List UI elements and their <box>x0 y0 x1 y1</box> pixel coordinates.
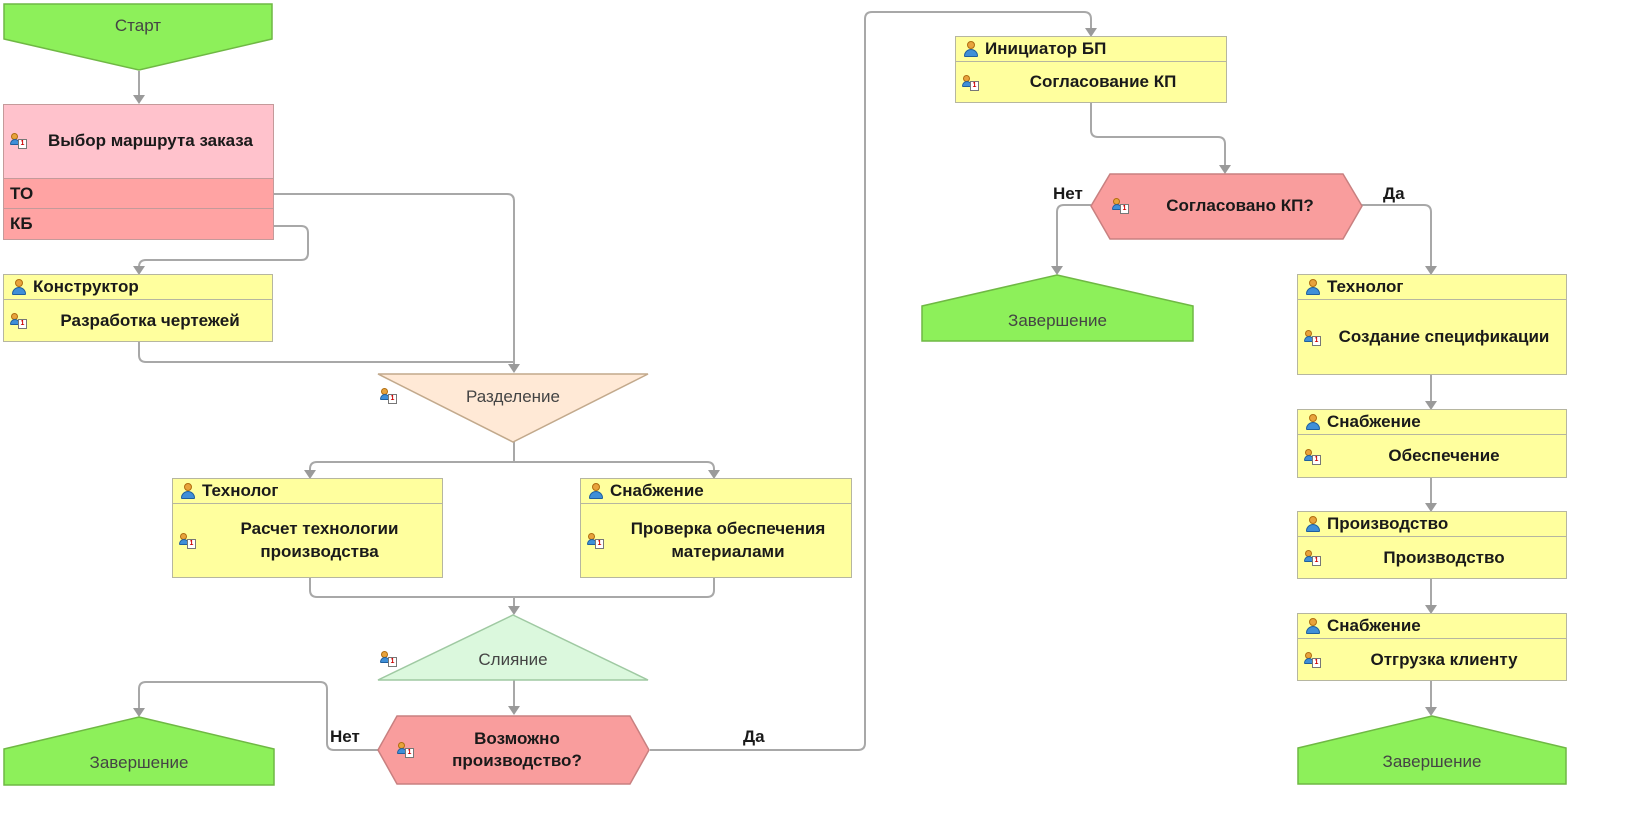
task-body: Согласование КП <box>956 62 1226 103</box>
edge-label-yes: Да <box>1383 184 1405 203</box>
merge-node[interactable]: Слияние <box>377 614 649 681</box>
end-node-right[interactable]: Завершение <box>1297 715 1567 785</box>
user-icon <box>1304 278 1322 296</box>
role-label: Инициатор БП <box>985 39 1107 58</box>
task-icon <box>962 74 980 92</box>
user-icon <box>962 40 980 58</box>
split-label: Разделение <box>466 387 560 406</box>
route-selection-header: Выбор маршрута заказа <box>4 105 273 179</box>
task-icon <box>1304 329 1322 347</box>
edge-label-no: Нет <box>1053 184 1083 203</box>
task-production[interactable]: Производство Производство <box>1297 511 1567 579</box>
role-label: Технолог <box>1327 277 1404 296</box>
end-label: Завершение <box>1382 752 1482 771</box>
task-design-drawings[interactable]: Конструктор Разработка чертежей <box>3 274 273 342</box>
condition-production-possible[interactable]: Возможно производство? <box>377 715 650 785</box>
task-label: Расчет технологии производства <box>240 519 399 561</box>
task-label: Производство <box>1383 547 1505 567</box>
user-icon <box>1304 515 1322 533</box>
task-label: Проверка обеспечения материалами <box>630 519 826 561</box>
task-role-row: Снабжение <box>581 479 851 504</box>
task-role-row: Инициатор БП <box>956 37 1226 62</box>
role-label: Снабжение <box>610 481 704 500</box>
user-icon <box>1304 617 1322 635</box>
task-approval[interactable]: Инициатор БП Согласование КП <box>955 36 1227 103</box>
task-body: Создание спецификации <box>1298 300 1566 375</box>
task-body: Разработка чертежей <box>4 300 272 342</box>
task-icon <box>1304 549 1322 567</box>
task-label: Отгрузка клиенту <box>1370 649 1518 669</box>
task-provision[interactable]: Снабжение Обеспечение <box>1297 409 1567 478</box>
task-role-row: Снабжение <box>1298 614 1566 639</box>
role-label: Снабжение <box>1327 412 1421 431</box>
task-label: Обеспечение <box>1388 446 1500 466</box>
end-node-middle[interactable]: Завершение <box>921 274 1194 342</box>
edge-label-yes: Да <box>743 727 765 746</box>
start-node[interactable]: Старт <box>3 3 273 71</box>
route-selection-block[interactable]: Выбор маршрута заказа ТО КБ <box>3 104 274 240</box>
task-label: Разработка чертежей <box>60 310 240 330</box>
task-body: Отгрузка клиенту <box>1298 639 1566 681</box>
task-shipment[interactable]: Снабжение Отгрузка клиенту <box>1297 613 1567 681</box>
task-label: Создание спецификации <box>1338 327 1550 347</box>
task-supply-check[interactable]: Снабжение Проверка обеспечения материала… <box>580 478 852 578</box>
role-label: Производство <box>1327 514 1449 533</box>
task-icon <box>10 132 28 150</box>
task-icon <box>10 312 28 330</box>
task-icon <box>1304 448 1322 466</box>
task-body: Проверка обеспечения материалами <box>581 504 851 578</box>
route-option-to[interactable]: ТО <box>4 179 273 209</box>
task-body: Обеспечение <box>1298 435 1566 478</box>
task-role-row: Технолог <box>173 479 442 504</box>
edge-label-no: Нет <box>330 727 360 746</box>
task-icon <box>179 532 197 550</box>
condition-approved[interactable]: Согласовано КП? <box>1090 173 1363 240</box>
task-create-spec[interactable]: Технолог Создание спецификации <box>1297 274 1567 375</box>
task-role-row: Конструктор <box>4 275 272 300</box>
task-icon <box>587 532 605 550</box>
task-icon <box>1112 197 1130 215</box>
task-role-row: Технолог <box>1298 275 1566 300</box>
start-label: Старт <box>114 16 162 35</box>
condition-label: Согласовано КП? <box>1166 196 1314 216</box>
end-node-left[interactable]: Завершение <box>3 716 275 786</box>
user-icon <box>179 482 197 500</box>
role-label: Снабжение <box>1327 616 1421 635</box>
end-label: Завершение <box>89 753 189 772</box>
role-label: Конструктор <box>33 277 139 296</box>
task-body: Расчет технологии производства <box>173 504 442 578</box>
task-icon <box>1304 651 1322 669</box>
user-icon <box>587 482 605 500</box>
route-selection-title: Выбор маршрута заказа <box>47 131 253 151</box>
user-icon <box>1304 413 1322 431</box>
task-tech-calc[interactable]: Технолог Расчет технологии производства <box>172 478 443 578</box>
role-label: Технолог <box>202 481 279 500</box>
end-label: Завершение <box>1008 311 1107 330</box>
split-node[interactable]: Разделение <box>377 373 649 443</box>
route-option-kb[interactable]: КБ <box>4 209 273 239</box>
merge-label: Слияние <box>478 650 548 669</box>
task-label: Согласование КП <box>1029 72 1177 92</box>
condition-label: Возможно производство? <box>452 728 582 770</box>
task-body: Производство <box>1298 537 1566 579</box>
task-icon <box>397 741 415 759</box>
task-icon <box>380 387 398 405</box>
task-role-row: Производство <box>1298 512 1566 537</box>
user-icon <box>10 278 28 296</box>
task-role-row: Снабжение <box>1298 410 1566 435</box>
task-icon <box>380 650 398 668</box>
